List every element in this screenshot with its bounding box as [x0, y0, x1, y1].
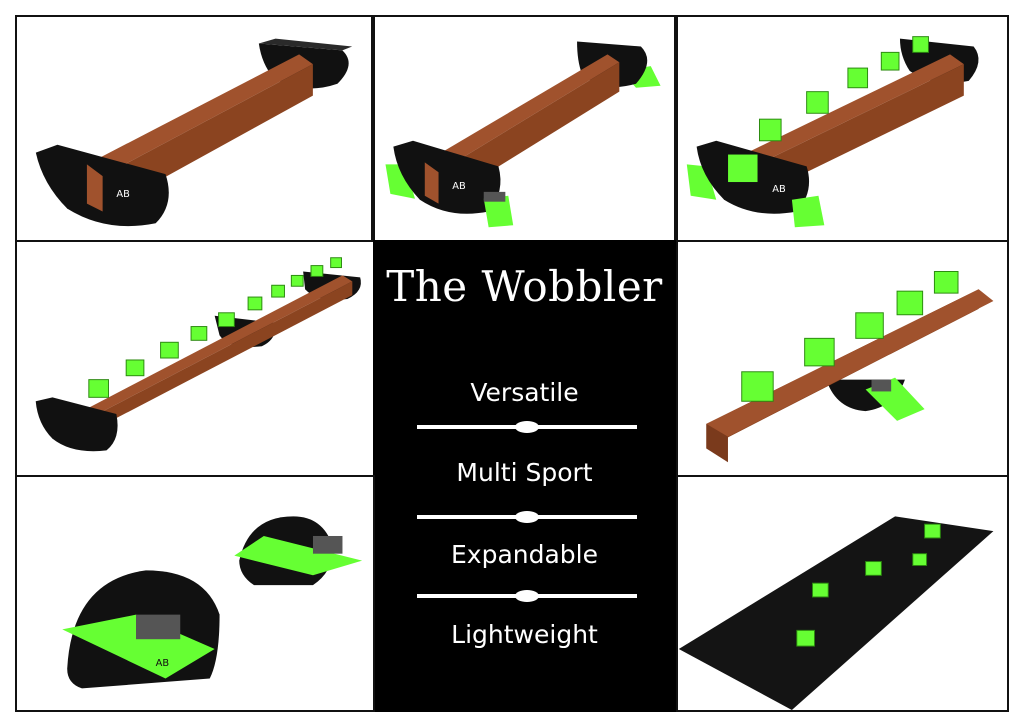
- product-title: The Wobbler: [386, 262, 663, 311]
- info-panel: The Wobbler Versatile Multi Sport Expand…: [373, 240, 676, 712]
- image-beam-closeup: [676, 240, 1009, 477]
- feature-multi-sport: Multi Sport: [456, 458, 593, 487]
- image-long-beam: [15, 240, 375, 477]
- divider-3: [417, 590, 637, 602]
- feature-expandable: Expandable: [450, 540, 598, 569]
- feature-versatile: Versatile: [470, 378, 579, 407]
- collage: AB AB: [15, 15, 1009, 712]
- brand-logo: AB: [116, 189, 130, 200]
- image-mat-layout: [676, 475, 1009, 712]
- divider-1: [417, 421, 637, 433]
- image-beam-basic: AB: [15, 15, 373, 242]
- divider-2: [417, 511, 637, 523]
- brand-logo: AB: [156, 658, 170, 669]
- image-beam-with-top-grips: AB: [676, 15, 1009, 242]
- feature-lightweight: Lightweight: [451, 620, 598, 649]
- image-beam-with-grips: AB: [373, 15, 676, 242]
- brand-logo: AB: [772, 184, 786, 195]
- brand-logo: AB: [452, 181, 466, 192]
- image-rocker-closeup: AB: [15, 475, 375, 712]
